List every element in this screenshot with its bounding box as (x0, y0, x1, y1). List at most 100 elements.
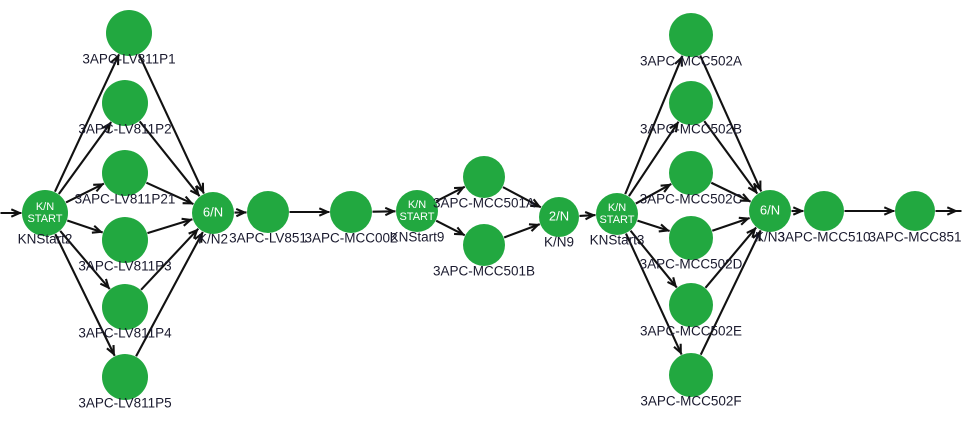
edge-knstart3-to-mcc502e (629, 230, 678, 289)
edge-lv851-to-mcc002 (289, 207, 330, 217)
node-caption-lv851: 3APC-LV851 (229, 231, 307, 246)
node-inner-label-knstart3: START (599, 214, 634, 226)
edge-lv811p21-to-kn2 (145, 181, 194, 206)
edge-knstart3-to-mcc502c (635, 182, 672, 205)
node-circle-mcc502c[interactable] (669, 151, 713, 195)
node-lv811p21[interactable]: 3APC-LV811P21 (75, 150, 176, 207)
edge-lv811p4-to-kn2 (140, 227, 200, 291)
node-layer: K/NSTARTKNStart23APC-LV811P13APC-LV811P2… (18, 10, 962, 411)
node-caption-kn2: K/N2 (198, 232, 228, 247)
node-lv811p3[interactable]: 3APC-LV811P3 (78, 217, 172, 274)
node-circle-mcc510[interactable] (804, 191, 844, 231)
edge-knstart9-to-mcc501b (435, 219, 466, 237)
node-circle-lv811p3[interactable] (102, 217, 148, 263)
edge-mcc502c-to-kn3 (710, 181, 752, 203)
node-mcc502d[interactable]: 3APC-MCC502D (640, 216, 743, 272)
node-circle-mcc501a[interactable] (463, 156, 505, 198)
node-inner-label-kn2: 6/N (203, 204, 223, 219)
edge-lv811p3-to-kn2 (147, 217, 193, 235)
edge-mcc501a-to-kn9 (502, 186, 542, 209)
node-mcc501b[interactable]: 3APC-MCC501B (433, 224, 535, 279)
edge-mcc502e-to-kn3 (704, 226, 757, 289)
node-lv811p2[interactable]: 3APC-LV811P2 (78, 80, 172, 137)
node-circle-kn2[interactable] (192, 192, 234, 234)
edge-knstart3-to-mcc502f (625, 233, 683, 355)
node-mcc502b[interactable]: 3APC-MCC502B (640, 81, 742, 137)
node-circle-lv811p4[interactable] (102, 284, 148, 330)
node-mcc502a[interactable]: 3APC-MCC502A (640, 13, 742, 69)
edge-knstart2-to-lv811p2 (57, 121, 113, 195)
edge-kn2-to-lv851 (234, 207, 247, 218)
node-lv811p5[interactable]: 3APC-LV811P5 (78, 354, 172, 411)
node-inner-label-knstart3: K/N (608, 202, 626, 214)
node-mcc502e[interactable]: 3APC-MCC502E (640, 283, 742, 339)
node-caption-mcc502d: 3APC-MCC502D (640, 257, 743, 272)
node-mcc510[interactable]: 3APC-MCC510 (777, 191, 871, 245)
edge-mcc502f-to-kn3 (699, 229, 762, 356)
edge-lv811p5-to-kn2 (135, 231, 204, 357)
node-inner-label-knstart9: START (399, 211, 434, 223)
node-inner-label-knstart2: START (27, 213, 62, 225)
edge-lv811p2-to-kn2 (138, 120, 201, 197)
node-inner-label-kn9: 2/N (549, 208, 569, 223)
edge-knstart2-to-lv811p3 (66, 219, 104, 234)
node-circle-mcc501b[interactable] (463, 224, 505, 266)
node-circle-mcc502d[interactable] (669, 216, 713, 260)
node-caption-mcc510: 3APC-MCC510 (777, 230, 870, 245)
edge-knstart3-to-mcc502d (637, 219, 670, 233)
node-caption-kn3: K/N3 (755, 230, 785, 245)
node-circle-kn3[interactable] (749, 190, 791, 232)
node-kn9[interactable]: 2/NK/N9 (539, 197, 579, 250)
node-kn3[interactable]: 6/N K/N3 (749, 190, 791, 245)
edge-knstart2-to-lv811p21 (65, 182, 105, 204)
node-mcc501a[interactable]: 3APC-MCC501A (433, 156, 535, 211)
node-caption-lv811p3: 3APC-LV811P3 (78, 259, 171, 274)
node-circle-mcc502e[interactable] (669, 283, 713, 327)
edge-mcc502b-to-kn3 (703, 120, 759, 195)
node-circle-lv811p21[interactable] (102, 150, 148, 196)
edge-layer (0, 53, 962, 357)
node-inner-label-kn3: 6/N (760, 202, 780, 217)
node-circle-kn9[interactable] (539, 197, 579, 237)
node-caption-mcc502c: 3APC-MCC502C (640, 192, 743, 207)
node-circle-lv851[interactable] (247, 191, 289, 233)
node-caption-mcc502e: 3APC-MCC502E (640, 324, 742, 339)
node-caption-mcc851: 3APC-MCC851 (868, 230, 961, 245)
node-caption-lv811p1: 3APC-LV811P1 (82, 52, 175, 67)
node-mcc002[interactable]: 3APC-MCC002 (304, 191, 398, 246)
node-circle-lv811p2[interactable] (102, 80, 148, 126)
node-lv811p4[interactable]: 3APC-LV811P4 (78, 284, 172, 341)
node-circle-knstart2[interactable] (22, 190, 68, 236)
node-caption-lv811p4: 3APC-LV811P4 (78, 326, 172, 341)
node-circle-mcc502a[interactable] (669, 13, 713, 57)
node-circle-knstart3[interactable] (596, 193, 638, 235)
node-circle-mcc502b[interactable] (669, 81, 713, 125)
node-circle-lv811p1[interactable] (106, 10, 152, 56)
edge-mcc501b-to-kn9 (503, 223, 541, 239)
node-caption-mcc502f: 3APC-MCC502F (640, 394, 741, 409)
edge-knstart2-to-lv811p4 (59, 230, 111, 290)
edge-knstart3-to-mcc502a (624, 55, 684, 195)
node-caption-knstart9: KNStart9 (390, 230, 445, 245)
node-lv811p1[interactable]: 3APC-LV811P1 (82, 10, 176, 67)
node-circle-mcc851[interactable] (895, 191, 935, 231)
edge-entry-to-knstart2 (0, 208, 22, 218)
node-kn2[interactable]: 6/N K/N2 (192, 192, 234, 247)
node-mcc502c[interactable]: 3APC-MCC502C (640, 151, 743, 207)
node-lv851[interactable]: 3APC-LV851 (229, 191, 307, 246)
node-circle-knstart9[interactable] (396, 190, 438, 232)
node-circle-lv811p5[interactable] (102, 354, 148, 400)
node-caption-mcc002: 3APC-MCC002 (304, 231, 397, 246)
node-circle-mcc002[interactable] (330, 191, 372, 233)
node-mcc851[interactable]: 3APC-MCC851 (868, 191, 962, 245)
node-inner-label-knstart9: K/N (408, 199, 426, 211)
node-mcc502f[interactable]: 3APC-MCC502F (640, 353, 742, 409)
node-circle-mcc502f[interactable] (669, 353, 713, 397)
edge-mcc510-to-mcc851 (844, 206, 895, 216)
node-caption-lv811p5: 3APC-LV811P5 (78, 396, 171, 411)
node-caption-knstart2: KNStart2 (18, 232, 73, 247)
